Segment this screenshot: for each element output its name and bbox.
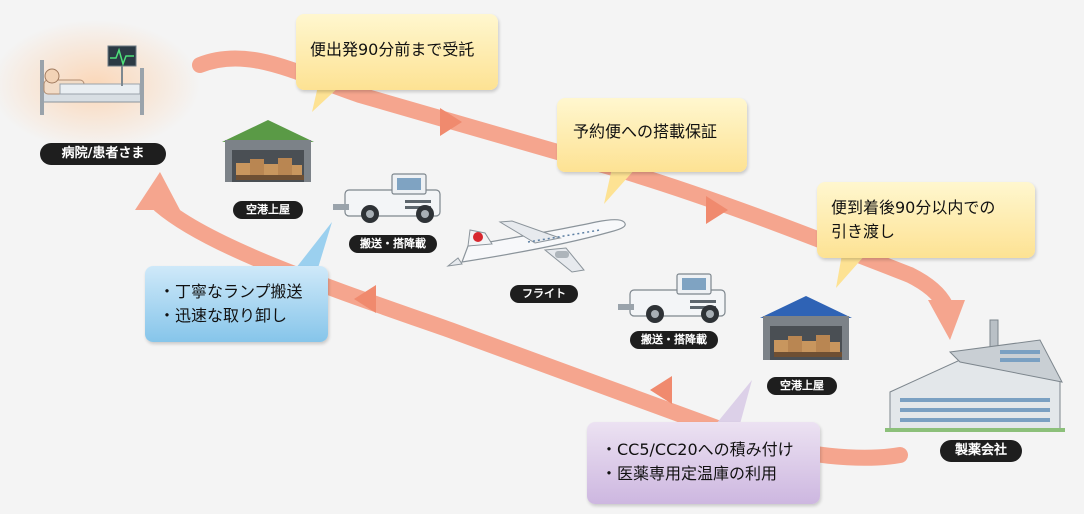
container-callout: ・CC5/CC20への積み付け ・医薬専用定温庫の利用: [587, 422, 820, 504]
hospital-label: 病院/患者さま: [40, 143, 166, 165]
hospital-bed-icon: [40, 45, 144, 115]
reservation-callout: 予約便への搭載保証: [557, 98, 747, 172]
container-text-line-1: ・CC5/CC20への積み付け: [601, 440, 794, 459]
pharma-factory-icon: [885, 319, 1065, 432]
reservation-text: 予約便への搭載保証: [573, 122, 718, 141]
tug-1-label: 搬送・搭降載: [349, 235, 437, 253]
tug-2-label: 搬送・搭降載: [630, 331, 718, 349]
deposit-callout: 便出発90分前まで受託: [296, 14, 498, 90]
outbound-flow-arrow: [192, 50, 965, 340]
deposit-text: 便出発90分前まで受託: [310, 40, 475, 59]
container-callout-tail: [716, 380, 752, 424]
warehouse-green-icon: [222, 120, 314, 182]
cargo-tug-icon-2: [618, 273, 726, 323]
return-chevron-1: [354, 285, 376, 313]
reservation-callout-tail: [604, 168, 636, 204]
delivery-callout-tail: [836, 254, 866, 288]
ramp-callout-tail: [296, 222, 332, 268]
airplane-icon: [446, 219, 626, 273]
flight-label: フライト: [510, 285, 578, 303]
return-chevron-2: [650, 376, 672, 404]
delivery-text-line-1: 便到着後90分以内での: [831, 198, 996, 217]
ramp-callout: ・丁寧なランプ搬送 ・迅速な取り卸し: [145, 266, 328, 342]
return-flow-arrow: [135, 172, 908, 466]
cargo-tug-icon-1: [333, 173, 441, 223]
warehouse-blue-icon: [760, 296, 852, 360]
delivery-text-line-2: 引き渡し: [831, 222, 896, 241]
outbound-chevron-1: [440, 108, 462, 136]
outbound-chevron-2: [706, 196, 728, 224]
pharma-label: 製薬会社: [940, 440, 1022, 462]
warehouse-1-label: 空港上屋: [233, 201, 303, 219]
ramp-text-line-2: ・迅速な取り卸し: [159, 306, 288, 325]
deposit-callout-tail: [312, 86, 340, 112]
ramp-text-line-1: ・丁寧なランプ搬送: [159, 282, 303, 301]
container-text-line-2: ・医薬専用定温庫の利用: [601, 464, 778, 483]
delivery-callout: 便到着後90分以内での 引き渡し: [817, 182, 1035, 258]
warehouse-2-label: 空港上屋: [767, 377, 837, 395]
